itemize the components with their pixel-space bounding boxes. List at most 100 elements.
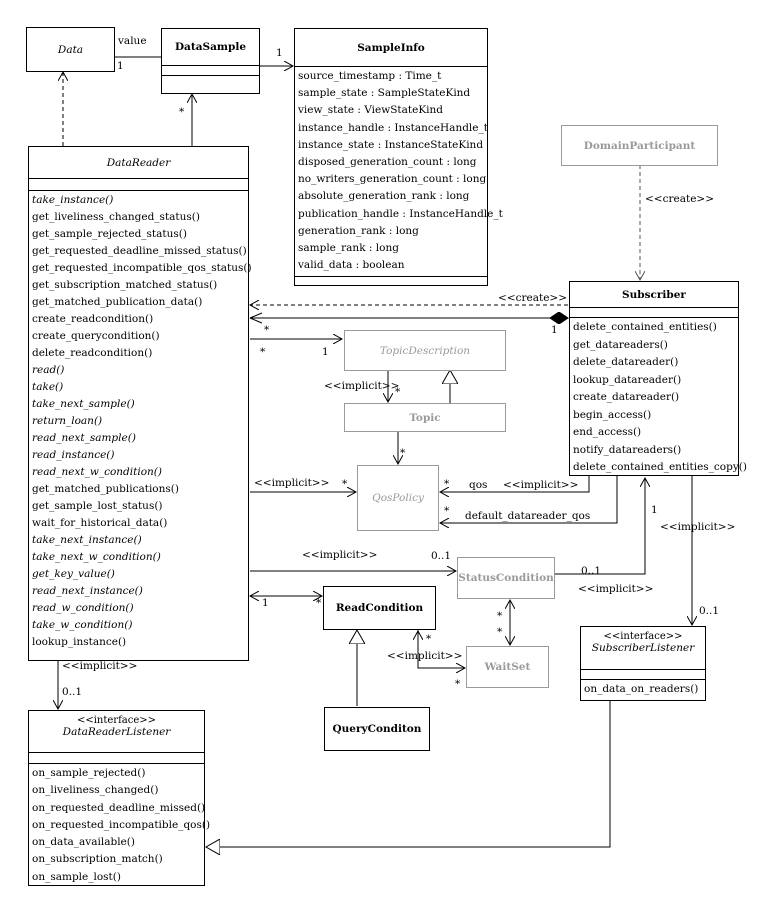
class-subscriberlistener-operations: on_data_on_readers() [581,680,705,698]
class-subscriberlistener-attr-section [581,670,705,680]
subscriber-operation: begin_access() [573,408,652,421]
label-qos-reader-mult: * [342,478,348,490]
class-subscriberlistener[interactable]: <<interface>> SubscriberListener on_data… [580,626,706,701]
datareader-operation: read() [32,364,65,376]
label-waitset-readcondition-mult: * [455,678,461,690]
label-datasample-mult: * [179,106,185,118]
datareader-operation: take_next_instance() [32,534,142,546]
datareaderlistener-operation: on_data_available() [32,836,135,849]
label-readcondition-waitset-mult: * [426,633,432,645]
label-status-reader-mult: 0..1 [431,550,452,562]
sampleinfo-attribute: absolute_generation_rank : long [298,190,470,203]
class-readcondition[interactable]: ReadCondition [323,586,436,630]
class-statuscondition[interactable]: StatusCondition [457,557,555,599]
class-subscriberlistener-stereotype: <<interface>> [603,631,683,642]
class-datareader-operations: take_instance() get_liveliness_changed_st… [29,191,252,651]
label-value-mult: 1 [117,60,124,72]
label-create-domain: <<create>> [645,193,714,205]
subscriber-operation: delete_contained_entities() [573,321,717,333]
datareaderlistener-operation: on_subscription_match() [32,853,163,866]
class-statuscondition-name: StatusCondition [458,572,554,584]
sampleinfo-attribute: sample_rank : long [298,242,399,255]
label-implicit-qos-subscriber: <<implicit>> [503,479,579,491]
class-datasample-attr-section [162,66,259,76]
datareaderlistener-operation: on_requested_deadline_missed() [32,801,206,814]
sampleinfo-attribute: view_state : ViewStateKind [298,104,444,117]
label-implicit-status-reader: <<implicit>> [302,549,378,561]
label-implicit-datareaderlistener: <<implicit>> [62,660,138,672]
class-readcondition-name: ReadCondition [335,602,424,614]
datareader-operation: take_next_w_condition() [32,551,161,563]
label-topic-mult: * [395,386,401,398]
class-data[interactable]: Data [26,27,115,72]
label-composition-mult-one: 1 [551,324,558,336]
datareader-operation: wait_for_historical_data() [32,517,168,529]
class-waitset[interactable]: WaitSet [466,646,549,688]
subscriber-operation: delete_datareader() [573,356,679,368]
class-topicdescription[interactable]: TopicDescription [344,330,506,371]
edge-subscriberlistener-datareaderlistener [206,700,611,847]
class-qospolicy[interactable]: QosPolicy [357,465,439,531]
subscriber-operation: get_datareaders() [573,338,668,351]
class-domainparticipant[interactable]: DomainParticipant [561,125,718,166]
class-sampleinfo-name: SampleInfo [295,29,487,67]
label-waitset-status-mult-a: * [497,610,503,622]
datareaderlistener-operation: on_sample_rejected() [32,767,146,779]
class-datasample-op-section [162,76,259,90]
datareader-operation: take() [32,381,64,393]
class-datareaderlistener[interactable]: <<interface>> DataReaderListener on_samp… [28,710,210,886]
datareaderlistener-operation: on_sample_lost() [32,870,121,883]
sampleinfo-attribute: sample_state : SampleStateKind [298,87,471,100]
label-topicdesc-mult-one: 1 [322,346,329,358]
class-datareader[interactable]: DataReader take_instance() get_liveliness… [28,146,252,661]
class-datasample-name: DataSample [162,29,259,66]
class-topicdescription-name: TopicDescription [379,344,471,357]
datareader-operation: get_sample_lost_status() [32,500,163,512]
class-subscriber[interactable]: Subscriber delete_contained_entities()ge… [569,281,747,476]
label-default-datareader-qos: default_datareader_qos [465,510,591,522]
class-domainparticipant-name: DomainParticipant [583,139,696,152]
label-composition-mult-star: * [264,324,270,336]
class-subscriber-name: Subscriber [570,282,738,308]
datareader-operation: get_liveliness_changed_status() [32,211,200,223]
sampleinfo-attribute: instance_state : InstanceStateKind [298,138,484,151]
datareader-operation: create_readcondition() [32,313,154,325]
class-datareaderlistener-operations: on_sample_rejected()on_liveliness_change… [29,764,210,886]
datareader-operation: take_instance() [32,194,114,206]
label-implicit-subscriberlistener: <<implicit>> [660,521,736,533]
edge-composition-arrowhead [249,312,263,319]
datareader-operation: delete_readcondition() [32,347,153,359]
sampleinfo-attribute: valid_data : boolean [298,259,405,272]
datareader-operation: take_w_condition() [32,619,133,631]
label-implicit-waitset: <<implicit>> [387,650,463,662]
datareader-operation: get_matched_publication_data() [32,296,203,308]
edge-subscriber-qospolicy-default [440,475,618,523]
class-subscriber-attr-section [570,308,738,318]
class-subscriberlistener-header: <<interface>> SubscriberListener [581,627,705,670]
sampleinfo-attribute: no_writers_generation_count : long [298,173,487,186]
datareader-operation: get_matched_publications() [32,483,179,495]
label-subscriberlistener-mult: 0..1 [699,605,720,617]
label-qos-topic-mult: * [400,447,406,459]
label-implicit-qos-reader: <<implicit>> [254,477,330,489]
label-readcondition-reader-mult-one: 1 [262,597,269,609]
datareader-operation: read_w_condition() [32,602,134,614]
class-datareader-name: DataReader [29,147,248,179]
subscriber-operation: notify_datareaders() [573,443,682,456]
subscriber-operation: end_access() [573,426,642,438]
class-datasample[interactable]: DataSample [161,28,260,94]
label-qos: qos [469,479,488,491]
datareader-operation: read_next_w_condition() [32,466,162,478]
datareader-operation: get_subscription_matched_status() [32,279,218,291]
class-querycondition[interactable]: QueryConditon [324,707,430,751]
datareader-operation: get_sample_rejected_status() [32,228,187,240]
class-topic[interactable]: Topic [344,403,506,432]
class-datareaderlistener-header: <<interface>> DataReaderListener [29,711,204,753]
class-datareaderlistener-name: DataReaderListener [62,726,171,738]
class-data-name: Data [57,43,84,56]
label-readcondition-reader-mult-star: * [316,597,322,609]
label-topicdesc-mult-star: * [260,346,266,358]
